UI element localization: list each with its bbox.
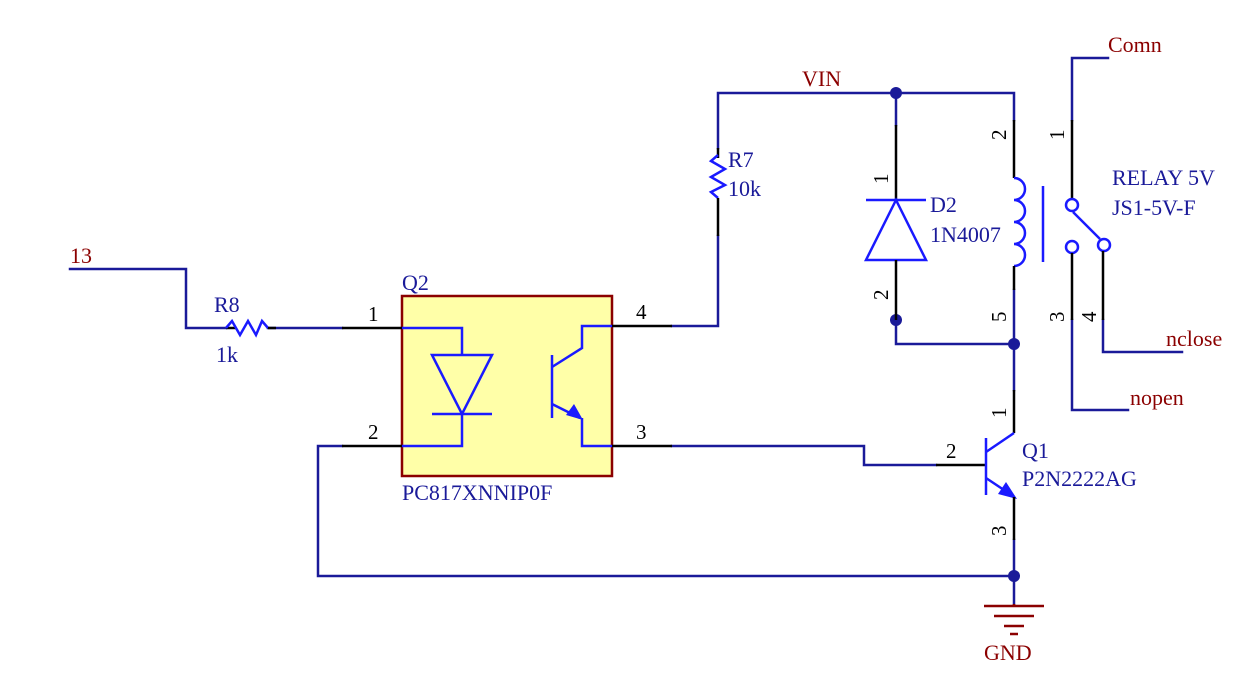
wire-nopen [1070, 318, 1130, 412]
q2-pin-3: 3 [636, 420, 647, 444]
net-label-gnd: GND [984, 640, 1032, 665]
diode-d2: D2 1N4007 1 2 [863, 125, 1001, 320]
relay-pin-3: 3 [1045, 312, 1069, 323]
relay-pin-4: 4 [1077, 311, 1101, 322]
r7-value: 10k [728, 176, 761, 201]
net-label-nopen: nopen [1130, 385, 1184, 410]
net-label-vin: VIN [802, 66, 841, 91]
relay-k1: RELAY 5V JS1-5V-F 1 2 3 4 5 [987, 120, 1215, 322]
relay-pin-5: 5 [987, 312, 1011, 323]
q2-designator: Q2 [402, 270, 429, 295]
r8-value: 1k [216, 342, 238, 367]
net-labels: 13 VIN GND Comn nclose nopen [70, 32, 1222, 665]
d2-designator: D2 [930, 192, 957, 217]
junction-vin [890, 87, 902, 99]
optocoupler-q2: Q2 PC817XNNIP0F 1 2 3 4 [342, 270, 672, 505]
relay-pin-2: 2 [987, 130, 1011, 141]
r7-designator: R7 [728, 147, 754, 172]
q1-pin-3: 3 [987, 526, 1011, 537]
d2-part: 1N4007 [930, 222, 1001, 247]
q2-part: PC817XNNIP0F [402, 480, 552, 505]
relay-pin-1: 1 [1045, 130, 1069, 141]
junctions [890, 87, 1020, 582]
r8-designator: R8 [214, 292, 240, 317]
relay-designator: RELAY 5V [1112, 165, 1215, 190]
wires [68, 56, 1184, 606]
q2-pin-2: 2 [368, 420, 379, 444]
net-label-comn: Comn [1108, 32, 1162, 57]
wire-q2-gnd [316, 444, 1016, 578]
q1-pin-1: 1 [987, 408, 1011, 419]
q1-pin-2: 2 [946, 439, 957, 463]
q2-pin-1: 1 [368, 302, 379, 326]
wire-q2-q1base [670, 444, 938, 467]
junction-collector [1008, 338, 1020, 350]
ground-symbol [984, 604, 1044, 636]
q1-part: P2N2222AG [1022, 466, 1137, 491]
net-label-13: 13 [70, 243, 92, 268]
q2-body [400, 294, 614, 478]
junction-gnd [1008, 570, 1020, 582]
wire-q2-r7 [670, 234, 720, 328]
wire-r7-vin [716, 91, 1016, 150]
transistor-q1: Q1 P2N2222AG 1 2 3 [936, 390, 1137, 540]
d2-pin-1: 1 [869, 174, 893, 185]
q1-designator: Q1 [1022, 438, 1049, 463]
wire-comn [1070, 56, 1110, 122]
q2-pin-4: 4 [636, 300, 647, 324]
wire-nclose [1101, 318, 1184, 354]
d2-pin-2: 2 [869, 290, 893, 301]
relay-part: JS1-5V-F [1112, 195, 1196, 220]
wire-d2-node [894, 318, 1016, 346]
resistor-r7: R7 10k [708, 147, 761, 236]
net-label-nclose: nclose [1166, 326, 1222, 351]
wire-input-13 [68, 267, 228, 330]
resistor-r8: R8 1k [214, 292, 276, 367]
